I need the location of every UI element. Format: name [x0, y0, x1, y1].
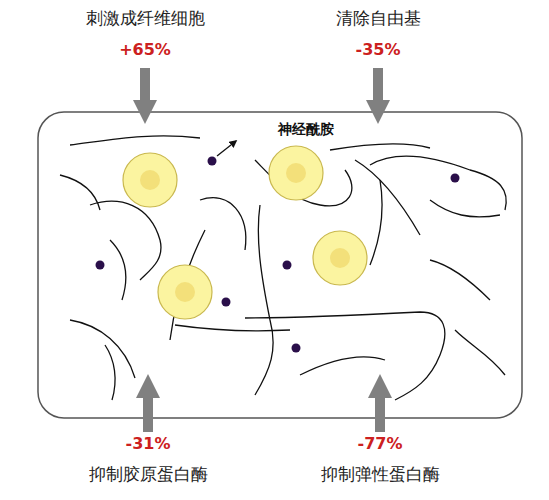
effect-percent: -31% — [126, 434, 171, 453]
effect-percent: +65% — [119, 40, 171, 59]
effect-percent: -77% — [358, 434, 403, 453]
callout-label: 神经酰胺 — [278, 121, 334, 138]
skin-box — [38, 112, 522, 418]
arrows — [133, 68, 392, 432]
effect-name: 刺激成纤维细胞 — [86, 8, 205, 28]
cells — [123, 146, 367, 319]
effect-name: 抑制胶原蛋白酶 — [89, 464, 208, 484]
effect-name: 抑制弹性蛋白酶 — [321, 464, 440, 484]
skin-region: 神经酰胺 — [38, 112, 522, 418]
effect-percent: -35% — [356, 40, 401, 59]
leader-line — [217, 141, 236, 156]
ceramide-dots — [96, 157, 460, 353]
fibers — [60, 136, 506, 400]
effect-name: 清除自由基 — [336, 8, 421, 28]
